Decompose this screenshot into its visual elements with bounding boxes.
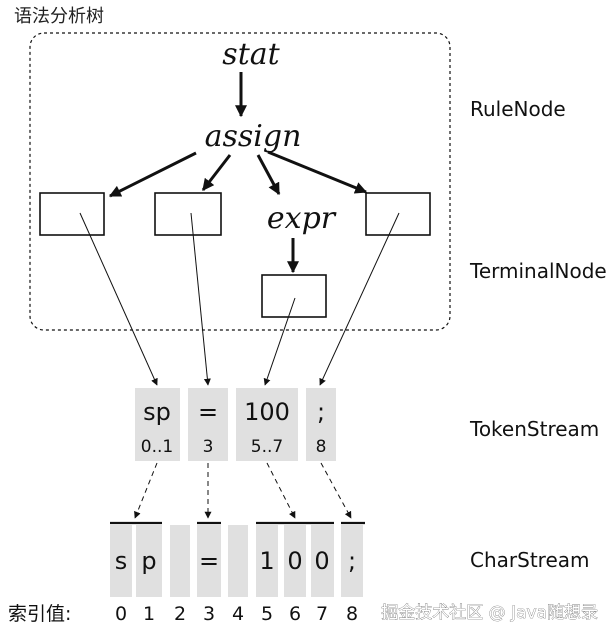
char-cell-6: 0	[284, 525, 306, 597]
token-cell-2: 100 5..7	[236, 388, 298, 461]
char-text: p	[141, 547, 156, 575]
char-text: 1	[259, 547, 274, 575]
label-token-stream: TokenStream	[469, 417, 599, 441]
index-label: 索引值:	[8, 603, 71, 625]
token-range: 3	[203, 437, 214, 457]
char-text: s	[115, 547, 128, 575]
token-text: 100	[244, 398, 290, 426]
rule-node-stat: stat	[222, 37, 280, 72]
link-terminal-1-token	[79, 212, 158, 386]
index-0: 0	[115, 603, 127, 625]
token-text: =	[198, 398, 218, 426]
link-token-3-chars	[320, 462, 352, 519]
char-cell-5: 1	[256, 525, 278, 597]
index-7: 7	[316, 603, 328, 625]
label-terminal-node: TerminalNode	[469, 259, 606, 283]
rule-node-assign: assign	[205, 119, 302, 154]
char-text: 0	[287, 547, 302, 575]
terminal-node-4	[261, 274, 327, 318]
link-terminal-2-token	[190, 212, 211, 386]
token-text: sp	[143, 398, 171, 426]
index-5: 5	[261, 603, 273, 625]
index-1: 1	[143, 603, 155, 625]
token-cell-3: ; 8	[306, 388, 336, 461]
link-terminal-4-token	[263, 297, 296, 386]
terminal-node-2	[154, 192, 222, 236]
token-range: 5..7	[251, 437, 283, 457]
token-cell-1: = 3	[188, 388, 228, 461]
parse-tree-boundary	[29, 32, 451, 331]
diagram-title: 语法分析树	[14, 6, 104, 27]
edge-assign-expr	[256, 154, 281, 196]
index-2: 2	[174, 603, 186, 625]
char-cell-2	[170, 525, 190, 597]
token-text: ;	[317, 398, 325, 426]
index-4: 4	[232, 603, 244, 625]
edge-assign-terminal-4	[267, 150, 368, 194]
char-cell-3: =	[197, 525, 221, 597]
token-cell-0: sp 0..1	[135, 388, 180, 461]
edge-assign-terminal-2	[201, 154, 232, 191]
link-token-0-chars	[134, 462, 158, 519]
char-cell-4	[228, 525, 248, 597]
token-range: 0..1	[141, 437, 173, 457]
index-6: 6	[289, 603, 301, 625]
label-char-stream: CharStream	[470, 548, 589, 572]
terminal-node-1	[39, 192, 105, 236]
index-8: 8	[346, 603, 358, 625]
char-cell-1: p	[136, 525, 162, 597]
rule-node-expr: expr	[267, 201, 337, 236]
char-text: =	[199, 547, 219, 575]
edge-assign-terminal-1	[108, 151, 197, 198]
label-rule-node: RuleNode	[470, 97, 566, 121]
watermark: 掘金技术社区 @ Java随想录	[381, 603, 598, 623]
char-text: ;	[348, 547, 356, 575]
char-cell-7: 0	[311, 525, 334, 597]
index-3: 3	[203, 603, 215, 625]
token-range: 8	[316, 437, 327, 457]
char-cell-0: s	[110, 525, 132, 597]
char-text: 0	[314, 547, 329, 575]
link-terminal-3-token	[319, 212, 400, 386]
link-token-2-chars	[266, 462, 296, 519]
char-cell-8: ;	[341, 525, 363, 597]
